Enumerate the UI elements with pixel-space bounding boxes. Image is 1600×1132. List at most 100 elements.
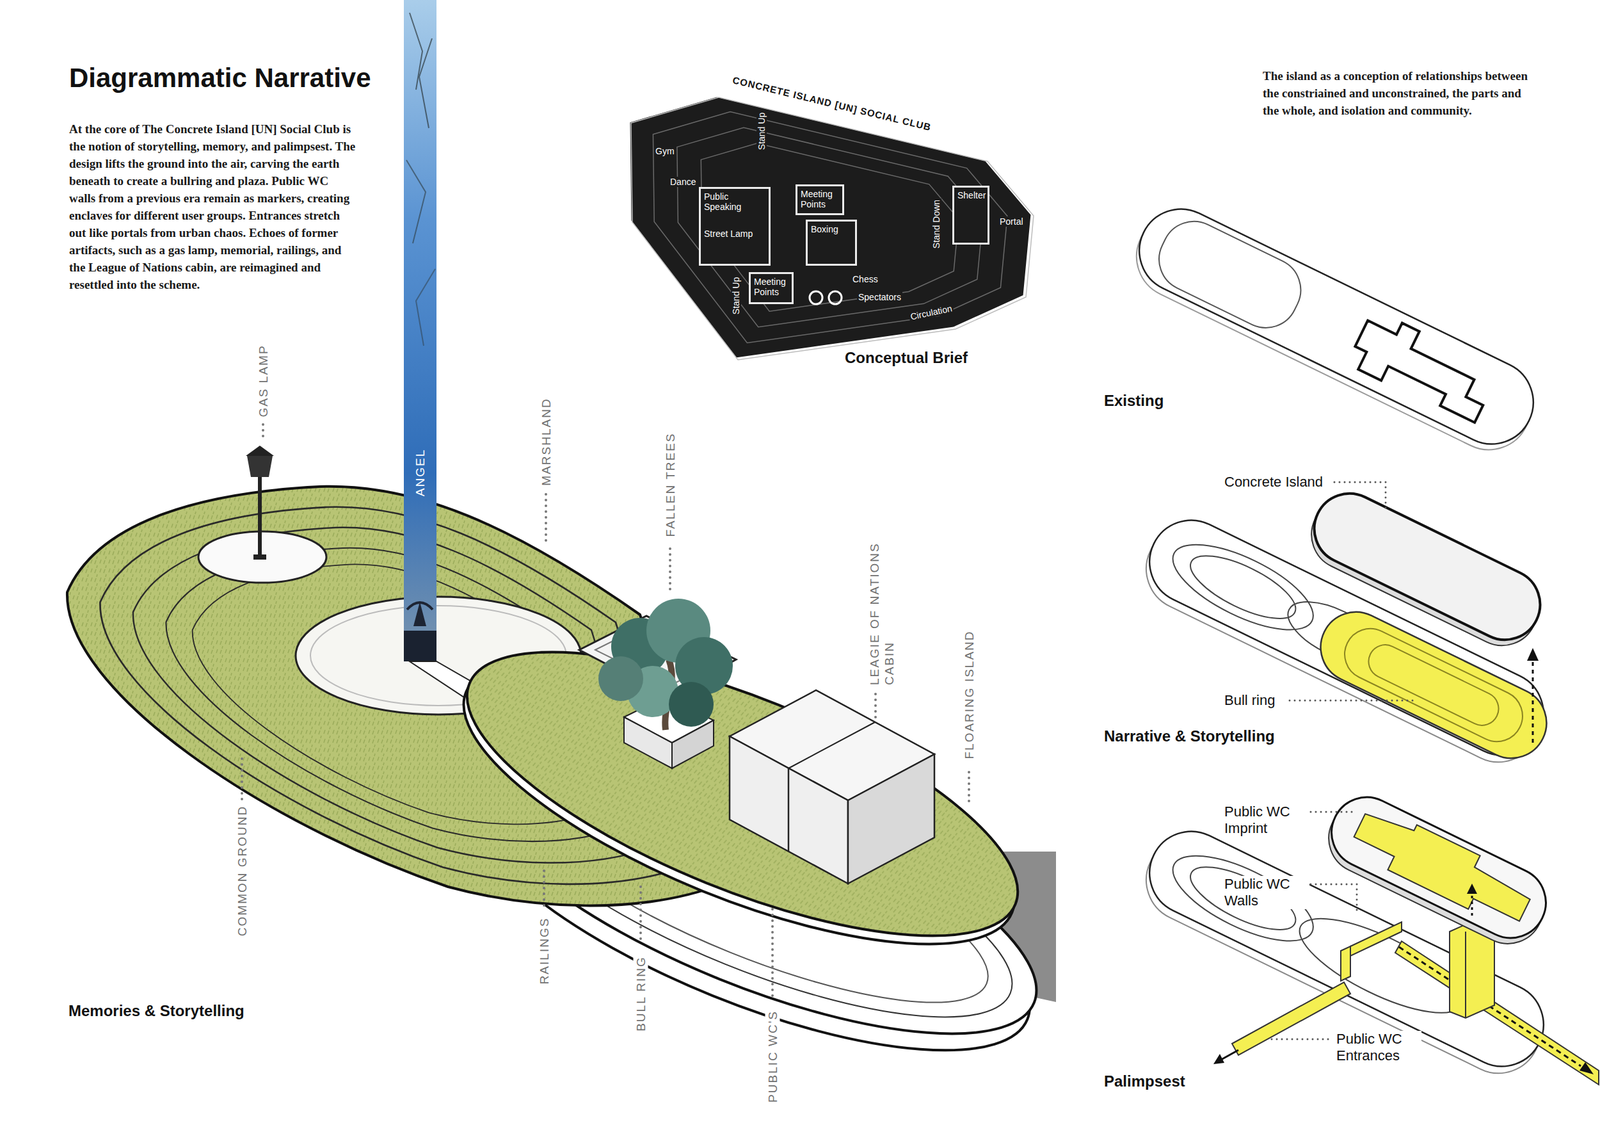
room-label: Meeting Points	[753, 276, 789, 297]
entrance-arrow	[1221, 1049, 1239, 1060]
room-box: Meeting Points	[795, 184, 845, 216]
section-heading: Narrative & Storytelling	[1104, 727, 1275, 745]
leader-dots	[874, 693, 877, 720]
column-base	[403, 630, 437, 662]
wc-wall	[1340, 945, 1351, 981]
cabin-front	[729, 736, 848, 884]
floating-island	[433, 594, 1051, 994]
planter-side	[672, 720, 714, 768]
concept-panel: CONCRETE ISLAND [UN] SOCIAL CLUBPublic S…	[624, 76, 1037, 365]
lift-arrow	[1532, 659, 1535, 743]
wc-imprint	[1347, 801, 1538, 932]
callout-label: MARSHLAND	[538, 394, 554, 488]
seat-ring	[809, 291, 823, 304]
callout-label: Bull ring	[1222, 691, 1277, 709]
leader-dots	[1289, 699, 1414, 702]
callout-label: FALLEN TREES	[663, 429, 678, 539]
room-box: Meeting Points	[748, 272, 794, 304]
angel-wings	[407, 602, 433, 610]
leader-dots	[967, 771, 971, 806]
room-box: Public SpeakingStreet Lamp	[698, 186, 771, 266]
cabin-end	[848, 753, 935, 884]
leader-dots	[639, 886, 642, 944]
wc-wall	[1350, 921, 1402, 956]
cabin-joint	[787, 768, 790, 852]
arrow-head	[1213, 1053, 1225, 1064]
leader-dots	[240, 758, 244, 800]
callout-label: RAILINGS	[536, 914, 552, 987]
panel-sketch	[631, 97, 1034, 360]
callout-label: Public WC Entrances	[1334, 1030, 1422, 1064]
lamp-post	[257, 476, 262, 559]
terrace-line	[1161, 838, 1325, 958]
leader-dots	[771, 908, 774, 997]
section-heading: Memories & Storytelling	[68, 1001, 245, 1020]
lamp-plaza	[198, 531, 327, 583]
seat-ring	[828, 291, 842, 304]
angel-figure	[413, 601, 427, 626]
callout-label: ANGEL	[412, 446, 428, 499]
callout-label: Public WC Imprint	[1222, 803, 1310, 837]
leader-dots	[542, 870, 546, 906]
callout-label: FLOARING ISLAND	[961, 627, 977, 761]
terrace-line	[1182, 543, 1304, 631]
section-heading: Conceptual Brief	[844, 348, 968, 367]
tree-crown	[598, 656, 644, 701]
leader-dots	[1270, 1038, 1328, 1040]
section-heading: Existing	[1104, 391, 1164, 410]
branch	[406, 160, 426, 244]
room-label: Street Lamp	[704, 228, 766, 239]
zone-label: Stand Down	[931, 198, 942, 250]
arrow-head	[1527, 647, 1539, 661]
zone-label: Portal	[998, 216, 1025, 227]
concrete-island	[1319, 785, 1558, 950]
leader-dots	[544, 494, 548, 544]
callout-label: COMMON GROUND	[234, 802, 250, 939]
callout-label: GAS LAMP	[256, 341, 271, 420]
callout-label: LEAGIE OF NATIONS CABIN	[867, 503, 897, 688]
callout-label: PUBLIC WC'S	[765, 1007, 781, 1105]
room-label: Boxing	[810, 224, 852, 235]
room-label: Shelter	[957, 190, 985, 201]
zone-label: Stand Up	[730, 275, 742, 316]
zone-label: Spectators	[856, 291, 903, 303]
leader-dots	[1334, 481, 1386, 509]
arrow-head	[1579, 1061, 1594, 1074]
lift-arrow	[1471, 892, 1474, 916]
intro-text: At the core of The Concrete Island [UN] …	[69, 120, 358, 294]
cabin-joint	[788, 721, 875, 768]
branch	[409, 12, 423, 90]
zone-label: Dance	[668, 176, 697, 187]
branch	[416, 268, 436, 346]
wc-wall-edge	[1464, 931, 1467, 1018]
room-label: Public Speaking	[704, 191, 766, 212]
section-heading: Palimpsest	[1104, 1072, 1186, 1090]
concrete-island	[1302, 481, 1552, 651]
tree-crown	[668, 681, 714, 727]
zone-label: Stand Up	[756, 111, 767, 152]
lamp-cap	[245, 445, 274, 456]
entrance-bar	[1232, 981, 1351, 1055]
terrace-line	[1161, 527, 1325, 647]
existing-ground	[1148, 210, 1312, 339]
existing-island	[1125, 195, 1547, 459]
leader-dots	[668, 548, 672, 591]
leader-dots	[261, 424, 265, 442]
lamp-base	[253, 554, 267, 560]
callout-label: Concrete Island	[1222, 473, 1325, 491]
callout-label: Public WC Walls	[1222, 875, 1310, 909]
arrow-head	[1466, 883, 1478, 894]
panel-shape	[629, 96, 1032, 359]
angel-column	[403, 0, 437, 631]
room-label: Meeting Points	[800, 188, 840, 210]
bullring-step	[1363, 638, 1505, 731]
callout-label: BULL RING	[633, 952, 649, 1034]
zone-label: Chess	[851, 273, 880, 285]
wc-plan	[1346, 309, 1500, 426]
room-box: Shelter	[952, 185, 990, 245]
contour-line	[677, 127, 984, 328]
intro-text: The island as a conception of relationsh…	[1262, 67, 1532, 120]
room-box: Boxing	[805, 219, 857, 266]
page-title: Diagrammatic Narrative	[69, 62, 372, 94]
